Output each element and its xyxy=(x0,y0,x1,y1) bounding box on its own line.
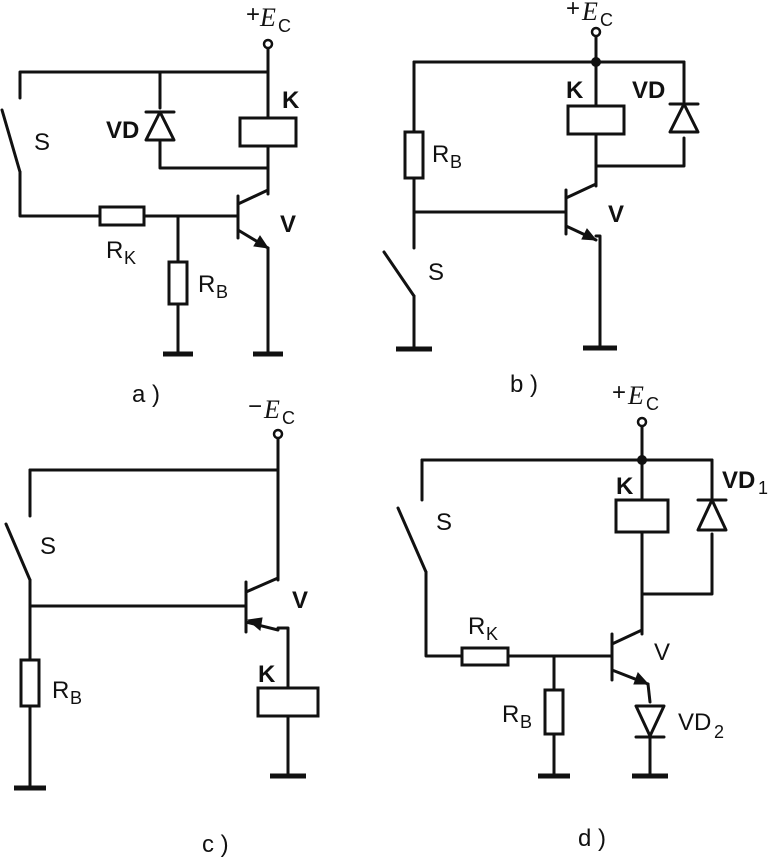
circuit-c: − E C S V K R B c ) xyxy=(4,393,320,858)
circuit-b-transistor-label: V xyxy=(608,201,624,228)
circuit-d: + E C S K VD 1 R K V R B VD 2 d ) xyxy=(396,379,768,852)
circuit-d-diode2-label: VD xyxy=(678,709,711,736)
circuit-c-supply-sub: C xyxy=(282,408,295,428)
circuit-c-relay-coil xyxy=(256,686,320,718)
circuit-d-rb-label: R xyxy=(502,701,519,728)
circuit-b-switch xyxy=(382,250,416,298)
circuit-c-supply-sign: − xyxy=(248,393,262,420)
circuit-a-resistor-rb xyxy=(167,260,189,306)
circuit-d-rb-sub: B xyxy=(520,712,532,732)
circuit-b-supply-label: E xyxy=(581,0,598,26)
circuit-d-rk-label: R xyxy=(468,613,485,640)
circuit-a-supply-terminal xyxy=(262,38,274,50)
circuit-d-diode1-label: VD xyxy=(722,467,755,494)
circuit-d-junction xyxy=(637,455,647,465)
circuit-a-transistor-label: V xyxy=(280,211,296,238)
circuit-a-resistor-rk xyxy=(98,205,146,227)
circuit-d-supply-label: E xyxy=(627,381,644,410)
circuit-c-transistor-label: V xyxy=(292,587,308,614)
circuit-d-transistor-label: V xyxy=(654,639,670,666)
circuit-c-supply-terminal xyxy=(272,428,284,440)
circuit-d-relay-label: K xyxy=(616,473,634,500)
circuit-b-transistor xyxy=(564,182,598,242)
circuit-a-rb-label: R xyxy=(198,271,215,298)
circuit-d-rk-sub: K xyxy=(486,624,498,644)
circuit-a-caption: a ) xyxy=(132,381,160,408)
circuit-c-grounds xyxy=(14,773,306,791)
circuit-d-wires xyxy=(420,424,714,776)
circuit-a-rb-sub: B xyxy=(216,282,228,302)
circuit-a-diode xyxy=(144,110,176,142)
circuit-b-wires xyxy=(412,34,686,350)
circuit-c-wires xyxy=(28,436,290,788)
circuit-b-supply-sub: C xyxy=(600,10,613,30)
circuit-a-rk-sub: K xyxy=(124,248,136,268)
circuit-b-diode xyxy=(668,102,700,134)
circuit-a-diode-label: VD xyxy=(106,117,139,144)
circuit-d-diode2 xyxy=(634,704,666,739)
circuit-b-grounds xyxy=(396,345,617,352)
circuit-d-transistor xyxy=(610,628,650,686)
circuit-a-transistor xyxy=(236,188,270,250)
circuit-d-relay-coil xyxy=(614,498,670,534)
circuit-c-switch xyxy=(4,522,32,582)
circuit-c-caption: c ) xyxy=(202,831,229,858)
circuit-b-supply-terminal xyxy=(590,26,602,38)
circuit-d-supply-terminal xyxy=(636,416,648,428)
circuit-b: + E C K VD R B S V b ) xyxy=(382,0,700,398)
circuit-b-caption: b ) xyxy=(510,371,538,398)
circuit-b-relay-label: K xyxy=(566,77,584,104)
circuit-d-diode1 xyxy=(696,498,728,532)
circuit-a-supply-sub: C xyxy=(278,16,291,36)
circuit-a-rk-label: R xyxy=(106,237,123,264)
circuit-b-rb-sub: B xyxy=(450,152,462,172)
circuit-a-relay-label: K xyxy=(282,87,300,114)
circuit-d-supply-sign: + xyxy=(612,379,626,406)
circuit-c-switch-label: S xyxy=(40,533,56,560)
circuit-d-diode2-sub: 2 xyxy=(714,722,724,742)
circuit-d-caption: d ) xyxy=(578,825,606,852)
circuit-a: + E C S VD K R K R B V a ) xyxy=(0,1,300,408)
circuit-b-junction xyxy=(591,57,601,67)
circuit-d-resistor-rk xyxy=(460,646,510,667)
circuit-b-supply-sign: + xyxy=(566,0,580,22)
circuit-a-wires xyxy=(18,46,270,354)
circuit-b-diode-label: VD xyxy=(632,77,665,104)
circuit-c-transistor xyxy=(244,576,280,634)
circuit-d-resistor-rb xyxy=(543,688,565,736)
circuit-c-relay-label: K xyxy=(258,661,276,688)
circuit-c-rb-sub: B xyxy=(70,688,82,708)
circuit-c-resistor-rb xyxy=(19,658,41,708)
circuit-a-switch xyxy=(0,108,22,174)
circuit-d-switch-label: S xyxy=(436,509,452,536)
circuit-a-supply-sign: + xyxy=(246,1,260,28)
circuit-c-supply-label: E xyxy=(263,395,280,424)
circuit-b-relay-coil xyxy=(566,104,626,136)
circuit-d-switch xyxy=(396,506,428,574)
circuit-a-relay-coil xyxy=(238,116,298,148)
circuit-c-rb-label: R xyxy=(52,677,69,704)
circuit-b-resistor-rb xyxy=(403,130,425,180)
circuit-d-supply-sub: C xyxy=(646,394,659,414)
circuit-a-switch-label: S xyxy=(34,129,50,156)
circuit-b-rb-label: R xyxy=(432,141,449,168)
circuit-b-switch-label: S xyxy=(428,259,444,286)
circuit-d-diode1-sub: 1 xyxy=(758,478,768,498)
circuit-a-supply-label: E xyxy=(259,3,276,32)
